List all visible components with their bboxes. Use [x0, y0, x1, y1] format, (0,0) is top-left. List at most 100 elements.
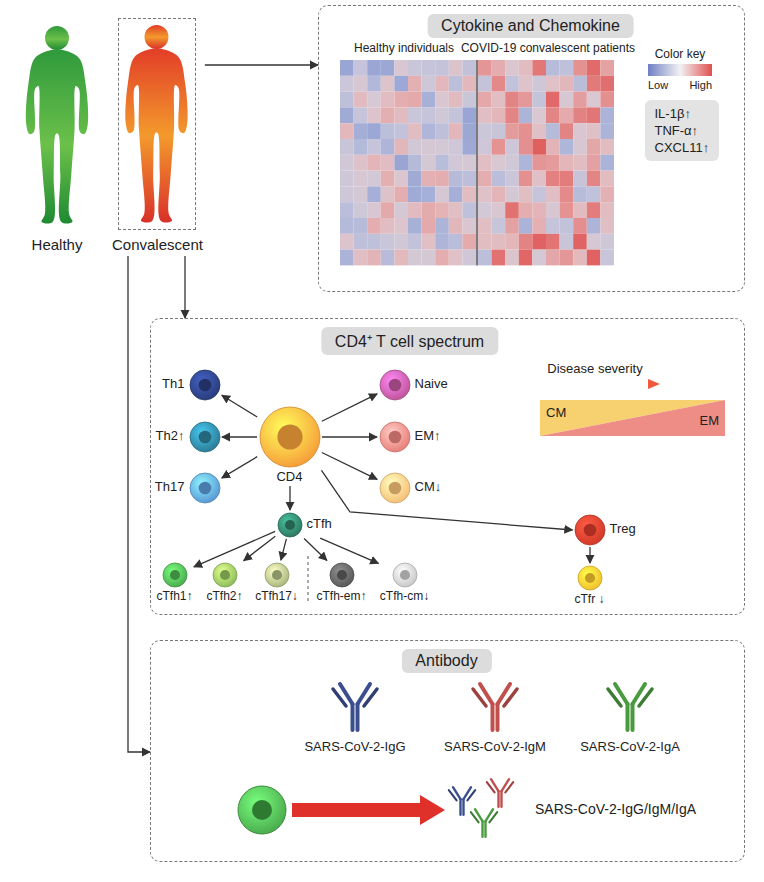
heatmap-cell: [422, 139, 436, 155]
heatmap-cell: [340, 123, 354, 139]
tfh1-cell: [238, 786, 286, 834]
heatmap-cell: [505, 60, 519, 76]
heatmap-cell: [478, 92, 492, 108]
heatmap-cell: [573, 60, 587, 76]
cell-nucleus: [198, 378, 211, 391]
cell-body: [190, 370, 220, 400]
light-chain: [505, 782, 513, 792]
heatmap-cell: [532, 139, 546, 155]
heatmap-cell: [505, 155, 519, 171]
cell-node: Th2↑: [156, 421, 221, 453]
heatmap-cell: [546, 234, 560, 250]
heatmap-cell: [435, 218, 449, 234]
antibody-icon: [487, 779, 513, 807]
heatmap-cell: [600, 155, 614, 171]
text-label: SARS-CoV-2-IgG: [304, 740, 405, 755]
cell-node: cTfh17↓: [255, 562, 298, 604]
heatmap-cell: [573, 234, 587, 250]
heatmap-cell: [422, 218, 436, 234]
heatmap-cell: [367, 92, 381, 108]
heatmap-cell: [354, 123, 368, 139]
heatmap-cell: [394, 155, 408, 171]
heavy-chain: [481, 821, 483, 837]
heatmap-cell: [600, 76, 614, 92]
heatmap-cell: [449, 139, 463, 155]
cell-nucleus: [583, 523, 596, 536]
cell-nucleus: [252, 800, 272, 820]
heatmap-cell: [532, 218, 546, 234]
cell-symbol: [162, 562, 188, 588]
heatmap-cell: [505, 234, 519, 250]
heatmap-cell: [449, 92, 463, 108]
light-chain: [471, 812, 479, 822]
cell-nucleus: [388, 430, 401, 443]
heatmap-cell: [435, 107, 449, 123]
heatmap-cell: [449, 234, 463, 250]
heatmap-cell: [505, 218, 519, 234]
heatmap-cell: [519, 250, 533, 266]
heatmap-cell: [435, 139, 449, 155]
heatmap-cell: [367, 186, 381, 202]
heatmap-cell: [435, 155, 449, 171]
node-text: Cytokine and Chemokine: [427, 14, 634, 38]
node-text: EM↑: [415, 429, 441, 444]
heatmap-cell: [519, 60, 533, 76]
heatmap-cell: [340, 202, 354, 218]
heatmap-cell: [546, 76, 560, 92]
heatmap-cell: [546, 171, 560, 187]
heatmap-cell: [560, 202, 574, 218]
cell-body: [163, 563, 187, 587]
text-label: CM: [546, 406, 566, 421]
heatmap-cell: [340, 250, 354, 266]
heatmap-cell: [519, 123, 533, 139]
cell-body: [380, 370, 410, 400]
node-text: CXCL11↑: [655, 139, 710, 156]
heatmap-cell: [600, 234, 614, 250]
heatmap-cell: [381, 155, 395, 171]
heatmap-cell: [587, 202, 601, 218]
connector-arrow: [184, 256, 185, 318]
heatmap-cell: [422, 76, 436, 92]
heatmap-cell: [394, 218, 408, 234]
cell-body: [260, 407, 320, 467]
heatmap-cell: [492, 123, 506, 139]
heatmap-cell: [573, 202, 587, 218]
heatmap-cell: [492, 155, 506, 171]
heatmap-cell: [422, 250, 436, 266]
heatmap-cell: [532, 92, 546, 108]
heatmap-cell: [492, 218, 506, 234]
heatmap-cell: [532, 123, 546, 139]
heatmap-cell: [600, 139, 614, 155]
heatmap-cell: [449, 218, 463, 234]
heatmap-cell: [422, 123, 436, 139]
heatmap-cell: [422, 186, 436, 202]
node-text: cTfh-cm↓: [380, 590, 429, 604]
cell-node: Th17: [155, 472, 221, 504]
heatmap-cell: [505, 186, 519, 202]
heatmap-cell: [367, 107, 381, 123]
antibody-icon: [471, 809, 497, 837]
heavy-chain: [497, 791, 499, 807]
heatmap-cell: [505, 123, 519, 139]
heatmap-cell: [449, 171, 463, 187]
heatmap-cell: [505, 250, 519, 266]
heatmap-cell: [505, 171, 519, 187]
heatmap-cell: [560, 139, 574, 155]
cell-body: [380, 473, 410, 503]
cell-nucleus: [198, 430, 211, 443]
heatmap-cell: [600, 250, 614, 266]
heatmap-cell: [367, 139, 381, 155]
heatmap-cell: [532, 171, 546, 187]
human-figure: [26, 26, 88, 224]
heatmap-cell: [394, 202, 408, 218]
heatmap-cell: [435, 171, 449, 187]
heatmap-cell: [462, 92, 476, 108]
heatmap-cell: [449, 250, 463, 266]
heatmap-cell: [367, 155, 381, 171]
heatmap-cell: [408, 60, 422, 76]
heatmap-cell: [478, 107, 492, 123]
heatmap-divider: [476, 60, 477, 265]
heatmap-cell: [340, 218, 354, 234]
cell-nucleus: [284, 519, 294, 529]
text-label: Healthy individuals: [354, 42, 454, 56]
